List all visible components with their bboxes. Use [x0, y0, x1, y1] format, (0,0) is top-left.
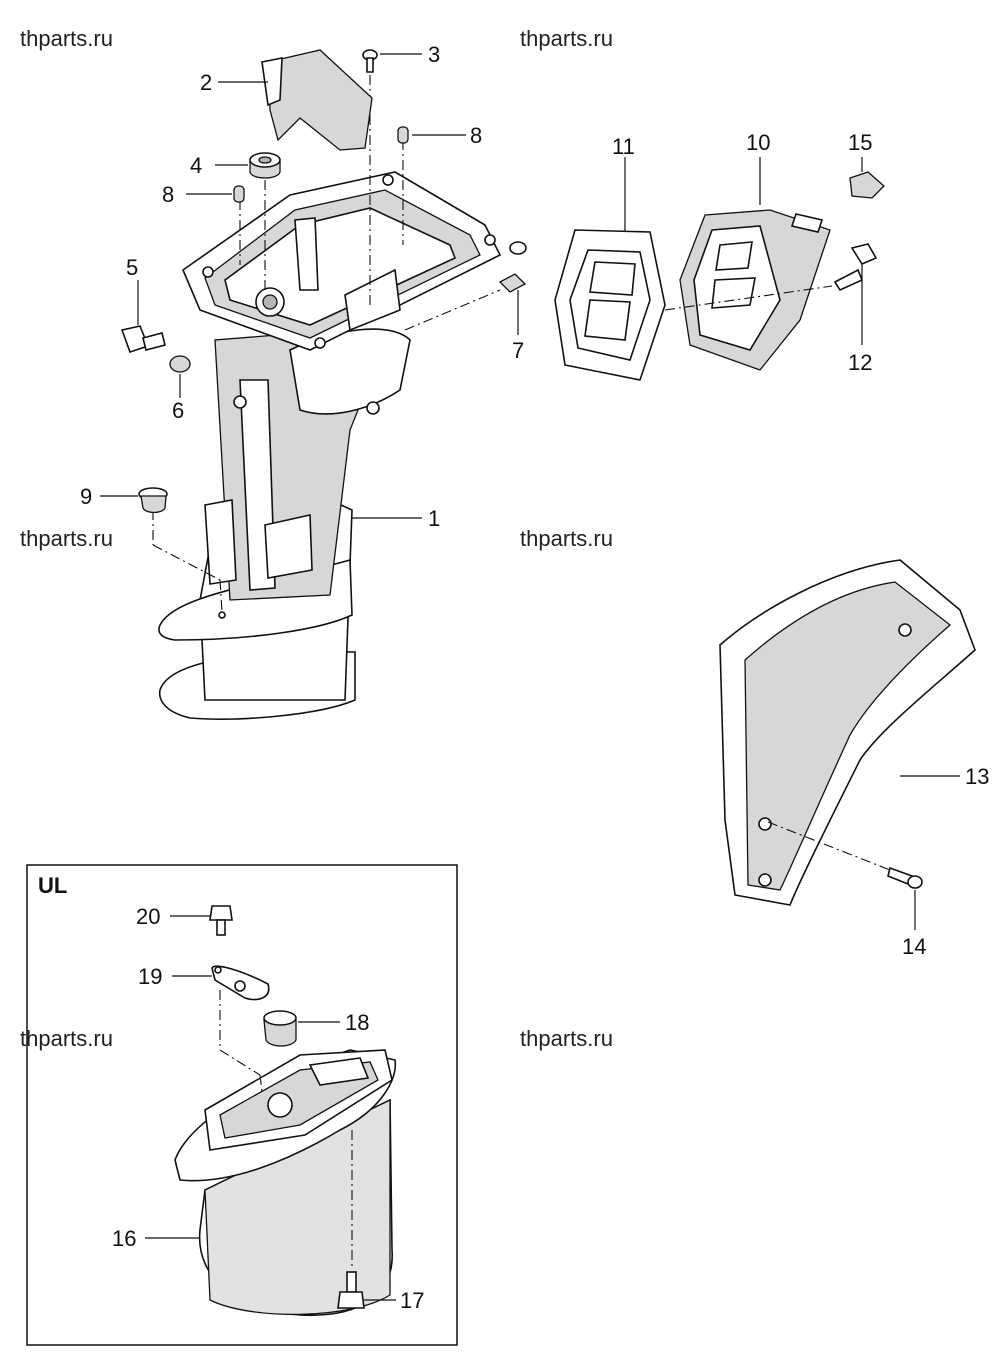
- watermark: thparts.ru: [20, 526, 113, 551]
- callout-14: 14: [902, 934, 926, 959]
- callout-8: 8: [470, 123, 482, 148]
- cap-15-drawing: [849, 171, 885, 199]
- watermark: thparts.ru: [20, 26, 113, 51]
- grommet-4-drawing: [249, 152, 281, 179]
- callout-13: 13: [965, 764, 989, 789]
- callout-7: 7: [512, 338, 524, 363]
- inset-title: UL: [38, 873, 67, 898]
- callout-15: 15: [848, 130, 872, 155]
- bolt-20-drawing: [209, 905, 233, 936]
- callout-16: 16: [112, 1226, 136, 1251]
- callout-8b: 8: [162, 182, 174, 207]
- cover-plate-drawing: [267, 49, 373, 151]
- plug-7-drawing: [498, 241, 527, 293]
- bolt-12-drawing: [833, 243, 878, 292]
- callout-9: 9: [80, 484, 92, 509]
- callout-18: 18: [345, 1010, 369, 1035]
- ul-inset-frame: [26, 864, 458, 1346]
- callout-6: 6: [172, 398, 184, 423]
- callout-20: 20: [136, 904, 160, 929]
- callout-11: 11: [612, 134, 635, 159]
- callout-17: 17: [400, 1288, 424, 1313]
- callout-1: 1: [428, 506, 440, 531]
- callout-2: 2: [200, 70, 212, 95]
- washer-6-drawing: [169, 355, 191, 373]
- upper-casing-16-drawing: [174, 1049, 397, 1317]
- watermark: thparts.ru: [520, 526, 613, 551]
- bolt-17-drawing: [337, 1271, 365, 1309]
- callout-19: 19: [138, 964, 162, 989]
- callout-5: 5: [126, 255, 138, 280]
- screw-3-drawing: [362, 49, 378, 73]
- watermark: thparts.ru: [520, 1026, 613, 1051]
- plug-9-drawing: [138, 487, 168, 514]
- callout-12: 12: [848, 350, 872, 375]
- dowel-pin-drawing: [233, 126, 409, 203]
- screw-14-drawing: [887, 866, 923, 889]
- bolt-5-drawing: [120, 325, 166, 354]
- callout-3: 3: [428, 42, 440, 67]
- watermark: thparts.ru: [20, 1026, 113, 1051]
- leader-lines: [100, 53, 960, 1301]
- callout-10: 10: [746, 130, 770, 155]
- upper-casing-drawing: [152, 75, 502, 720]
- callout-4: 4: [190, 153, 202, 178]
- plug-18-drawing: [263, 1010, 297, 1047]
- callout-numbers: 1 2 3 4 5 6 7 8 8 9 10 11 12 13 14 15 16…: [80, 42, 989, 1313]
- watermark: thparts.ru: [520, 26, 613, 51]
